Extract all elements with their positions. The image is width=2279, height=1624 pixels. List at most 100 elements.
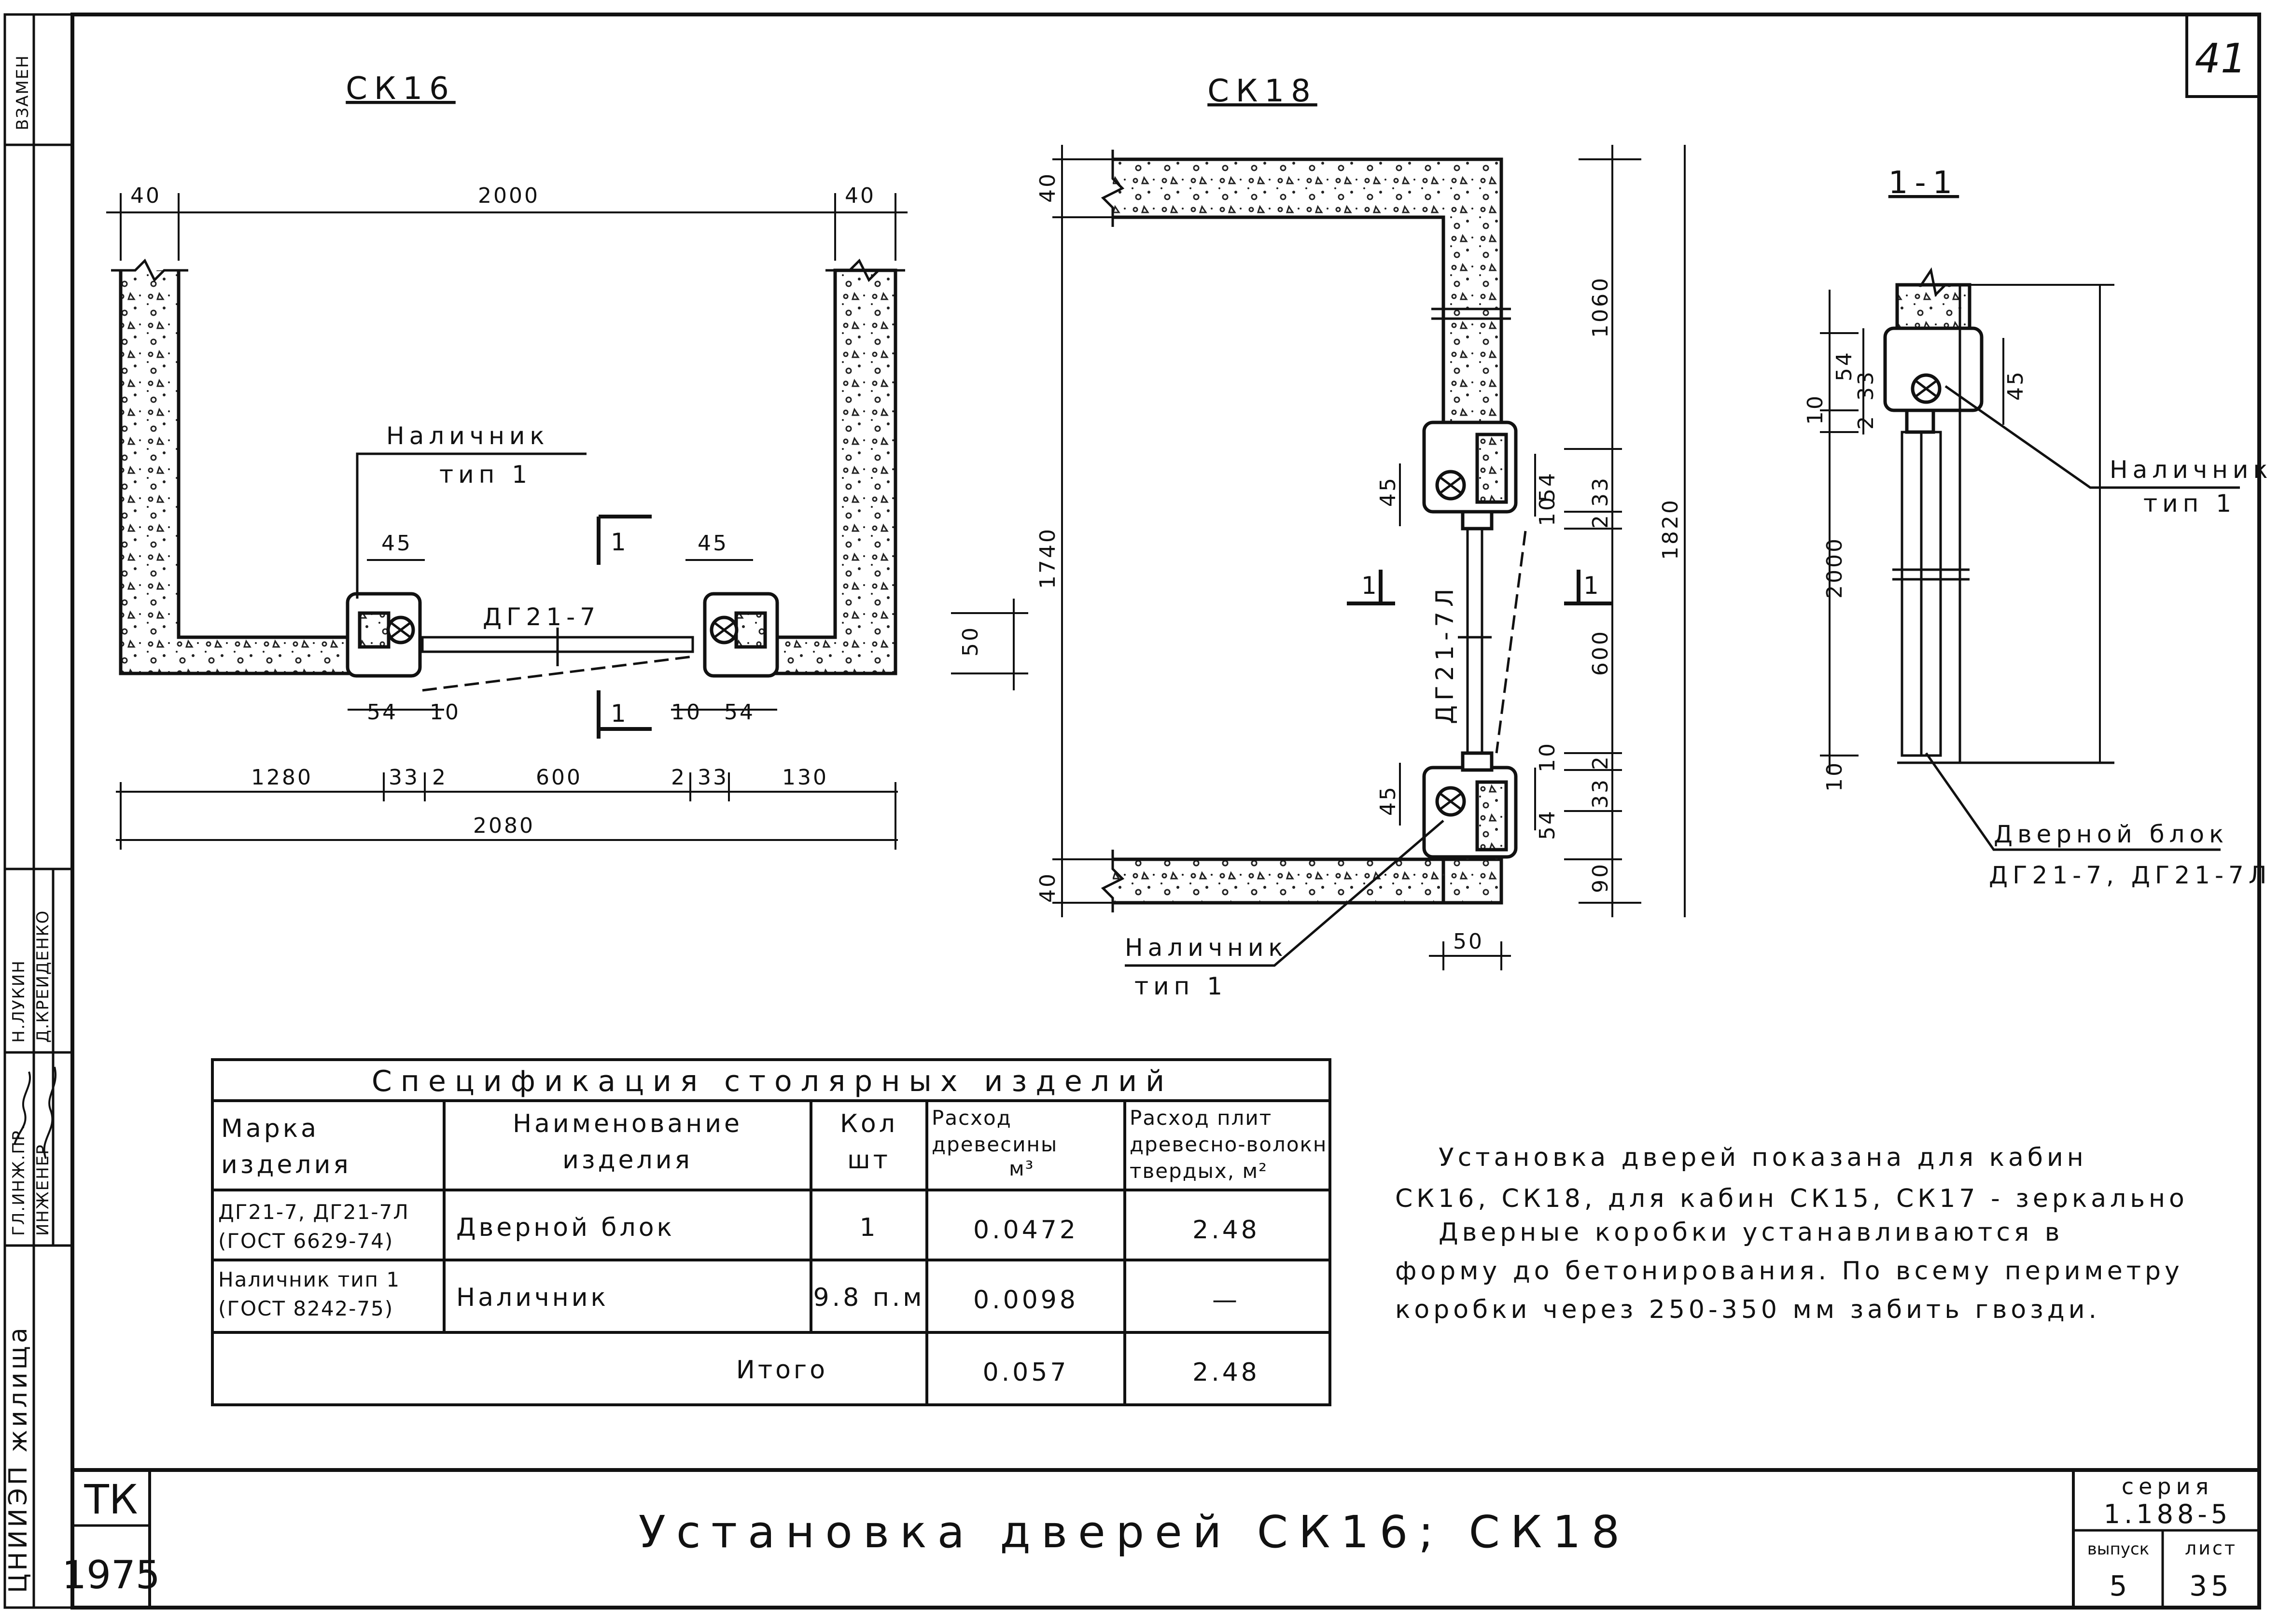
sheet-label: лист bbox=[2185, 1538, 2237, 1559]
ck16-section-mark-top: 1 bbox=[611, 528, 631, 556]
ck16-trim-leader bbox=[356, 452, 587, 599]
ck18-dim-10-top: 10 bbox=[1535, 495, 1560, 526]
ck16-dim-600: 600 bbox=[536, 765, 582, 790]
title-block-year: 1975 bbox=[62, 1553, 160, 1597]
note-line-2: СК16, СК18, для кабин СК15, СК17 - зерка… bbox=[1395, 1184, 2188, 1213]
ck18-dim-50: 50 bbox=[1453, 929, 1484, 954]
spec-header-wood-2: древесины bbox=[932, 1133, 1058, 1156]
ck18-dim-40-bottom: 40 bbox=[1035, 872, 1060, 903]
ck18-dim-2-bottom: 2 bbox=[1588, 755, 1613, 770]
section-title: 1-1 bbox=[1888, 165, 1959, 201]
spec-total-wood: 0.057 bbox=[983, 1358, 1069, 1387]
section-dim-54: 54 bbox=[1832, 350, 1857, 381]
spec-header-name-2: изделия bbox=[562, 1146, 693, 1175]
ck18-dim-54-top: 54 bbox=[1535, 471, 1560, 502]
spec-row-2-fiber: — bbox=[1212, 1286, 1240, 1315]
spec-row-1-name: Дверной блок bbox=[456, 1213, 675, 1242]
side-vzamen: ВЗАМЕН bbox=[13, 55, 32, 130]
section-dim-2: 2 bbox=[1854, 414, 1878, 430]
section-trim-label-1: Наличник bbox=[2110, 456, 2273, 484]
spec-header-wood-3: м³ bbox=[1009, 1157, 1035, 1180]
issue-number: 5 bbox=[2110, 1569, 2127, 1602]
ck16-dim-33-left: 33 bbox=[389, 765, 419, 790]
ck16-dim-50: 50 bbox=[958, 626, 983, 657]
ck16-dim-2080: 2080 bbox=[473, 813, 535, 838]
sheet-page-number: 35 bbox=[2189, 1569, 2233, 1602]
ck16-dim-1280: 1280 bbox=[251, 765, 313, 790]
spec-header-mark-1: Марка bbox=[221, 1114, 319, 1143]
spec-table-grid bbox=[211, 1058, 1331, 1406]
ck16-dim-54-left: 54 bbox=[367, 700, 398, 725]
section-trim-label-2: тип 1 bbox=[2143, 490, 2236, 518]
ck16-door-frame-right bbox=[703, 592, 779, 678]
spec-row-2-wood: 0.0098 bbox=[973, 1286, 1078, 1315]
ck18-door-frame-bottom bbox=[1422, 751, 1518, 859]
ck16-dim-130: 130 bbox=[782, 765, 828, 790]
ck18-title: СК18 bbox=[1207, 73, 1317, 109]
section-dim-33: 33 bbox=[1854, 370, 1878, 401]
drawing-title: Установка дверей СК16; СК18 bbox=[639, 1506, 1630, 1558]
ck16-door-label: ДГ21-7 bbox=[483, 603, 600, 631]
ck18-dim-2-top: 2 bbox=[1588, 513, 1613, 529]
ck16-dim-40-left: 40 bbox=[130, 183, 161, 208]
ck16-dim-45-left: 45 bbox=[381, 531, 412, 556]
ck18-dim-54-bottom: 54 bbox=[1535, 809, 1560, 840]
spec-header-fiber-1: Расход плит bbox=[1130, 1106, 1272, 1130]
ck16-dimension-lines bbox=[106, 193, 1028, 850]
note-line-1: Установка дверей показана для кабин bbox=[1439, 1143, 2087, 1172]
ck18-dim-33-bottom: 33 bbox=[1588, 778, 1613, 809]
series-label: серия bbox=[2122, 1473, 2213, 1499]
ck18-trim-label-2: тип 1 bbox=[1134, 972, 1227, 1000]
ck16-door-frame-left bbox=[346, 592, 422, 678]
ck18-dim-33-top: 33 bbox=[1588, 476, 1613, 507]
section-leaders bbox=[1925, 385, 2240, 851]
ck16-dim-40-right: 40 bbox=[845, 183, 876, 208]
ck18-dim-90: 90 bbox=[1588, 862, 1613, 893]
spec-row-1-mark-2: (ГОСТ 6629-74) bbox=[218, 1229, 393, 1253]
ck16-trim-label-1: Наличник bbox=[386, 422, 549, 450]
spec-header-name-1: Наименование bbox=[513, 1109, 742, 1138]
ck18-dim-1060: 1060 bbox=[1588, 276, 1613, 338]
signature-1 bbox=[14, 1071, 31, 1145]
side-institute: ЦНИИЭП жилища bbox=[4, 1325, 33, 1593]
ck16-dim-54-right: 54 bbox=[724, 700, 755, 725]
spec-header-qty-2: шт bbox=[847, 1146, 891, 1175]
ck16-dim-2-left: 2 bbox=[432, 765, 447, 790]
note-line-5: коробки через 250-350 мм забить гвозди. bbox=[1395, 1295, 2100, 1324]
ck18-section-mark-left: 1 bbox=[1361, 572, 1382, 600]
side-name-1: Н.ЛУКИН bbox=[9, 960, 28, 1043]
ck18-trim-leader bbox=[1125, 820, 1444, 967]
spec-total-fiber: 2.48 bbox=[1192, 1358, 1260, 1387]
side-role-1: ГЛ.ИНЖ.ПР. bbox=[9, 1124, 28, 1236]
title-block-tk: ТК bbox=[84, 1476, 138, 1523]
ck16-dim-2000: 2000 bbox=[478, 183, 540, 208]
spec-header-wood-1: Расход bbox=[932, 1106, 1012, 1130]
ck18-dim-40-top: 40 bbox=[1035, 172, 1060, 203]
spec-row-2-mark-1: Наличник тип 1 bbox=[218, 1268, 400, 1291]
section-dimension-lines bbox=[1820, 284, 2114, 772]
spec-header-fiber-2: древесно-волокн bbox=[1130, 1133, 1327, 1156]
ck16-dim-33-right: 33 bbox=[698, 765, 728, 790]
ck18-trim-label-1: Наличник bbox=[1125, 934, 1288, 962]
spec-header-mark-2: изделия bbox=[221, 1150, 351, 1179]
section-door-frame bbox=[1883, 326, 1984, 434]
spec-row-1-mark-1: ДГ21-7, ДГ21-7Л bbox=[218, 1200, 409, 1224]
ck18-dimension-lines bbox=[1052, 145, 1686, 970]
spec-row-1-qty: 1 bbox=[859, 1213, 878, 1242]
side-name-2: Д.КРЕЙДЕНКО bbox=[33, 910, 53, 1043]
ck18-section-mark-right: 1 bbox=[1583, 572, 1604, 600]
ck16-section-marks bbox=[597, 515, 652, 739]
spec-header-qty-1: Кол bbox=[840, 1109, 898, 1138]
section-dim-45: 45 bbox=[2003, 370, 2028, 401]
spec-header-fiber-3: твердых, м² bbox=[1130, 1159, 1268, 1183]
side-strip bbox=[3, 13, 74, 1609]
ck18-door-frame-top bbox=[1422, 420, 1518, 531]
spec-total-label: Итого bbox=[736, 1356, 828, 1385]
issue-label: выпуск bbox=[2087, 1540, 2149, 1559]
section-dim-10-top: 10 bbox=[1803, 394, 1828, 425]
spec-row-1-wood: 0.0472 bbox=[973, 1216, 1078, 1245]
ck18-door-label: ДГ21-7Л bbox=[1431, 584, 1459, 724]
spec-row-1-fiber: 2.48 bbox=[1192, 1216, 1260, 1245]
ck16-section-mark-bottom: 1 bbox=[611, 700, 631, 728]
